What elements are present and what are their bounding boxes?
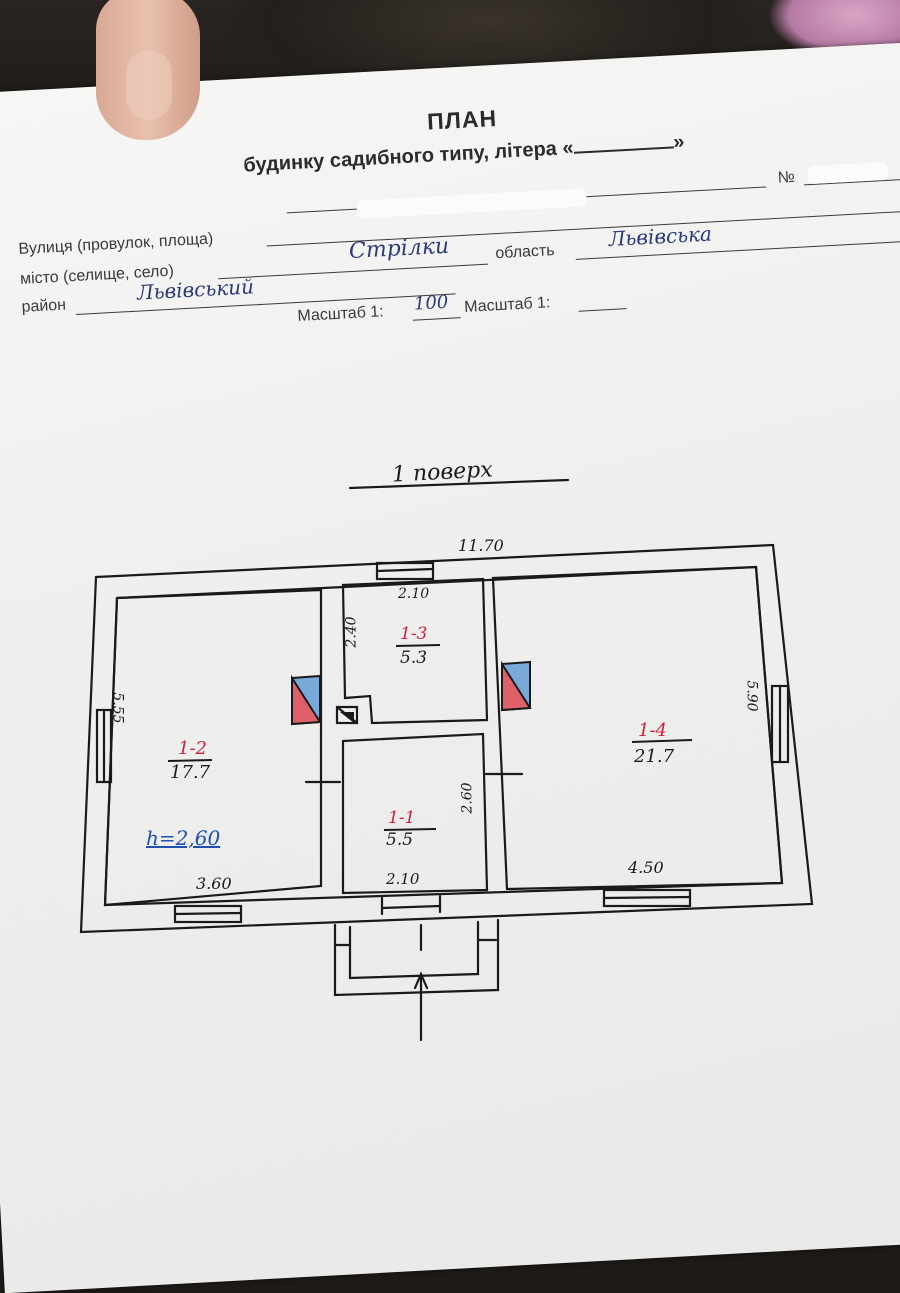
room-1-2-area: 17.7: [170, 762, 211, 783]
room-1-4-area: 21.7: [634, 746, 675, 767]
porch-outer: [333, 918, 500, 997]
floor-title: 1 поверх: [391, 457, 494, 488]
room-1-2-height: 5.55: [109, 692, 126, 724]
ceiling-height: h=2,60: [146, 826, 221, 850]
room-1-1-id: 1-1: [388, 808, 416, 828]
room-1-4-height: 5.90: [743, 680, 760, 712]
room-1-1-area: 5.5: [386, 830, 414, 850]
overall-width-label: 11.70: [458, 536, 504, 555]
room-1-2-width: 3.60: [196, 874, 232, 893]
outer-wall-outer: [79, 543, 814, 934]
room-1-4-width: 4.50: [628, 858, 664, 877]
room-1-3-area: 5.3: [400, 648, 428, 668]
room-1-1-outline: [341, 732, 489, 895]
finger-holding-paper: [96, 0, 200, 140]
room-1-3-id: 1-3: [400, 624, 428, 644]
room-1-1-height: 2.60: [459, 782, 476, 814]
room-1-3-width: 2.10: [398, 586, 430, 602]
floor-plan: [79, 478, 814, 997]
room-1-4-id: 1-4: [638, 720, 667, 741]
floor-title-underline: [348, 478, 570, 490]
room-1-2-outline: [103, 588, 323, 907]
room-1-3-height: 2.40: [343, 616, 360, 648]
room-1-3-outline: [341, 577, 489, 725]
porch-inner: [348, 920, 480, 980]
room-1-1-width: 2.10: [386, 870, 420, 888]
room-1-4-outline: [491, 565, 784, 891]
room-1-2-id: 1-2: [178, 738, 207, 759]
